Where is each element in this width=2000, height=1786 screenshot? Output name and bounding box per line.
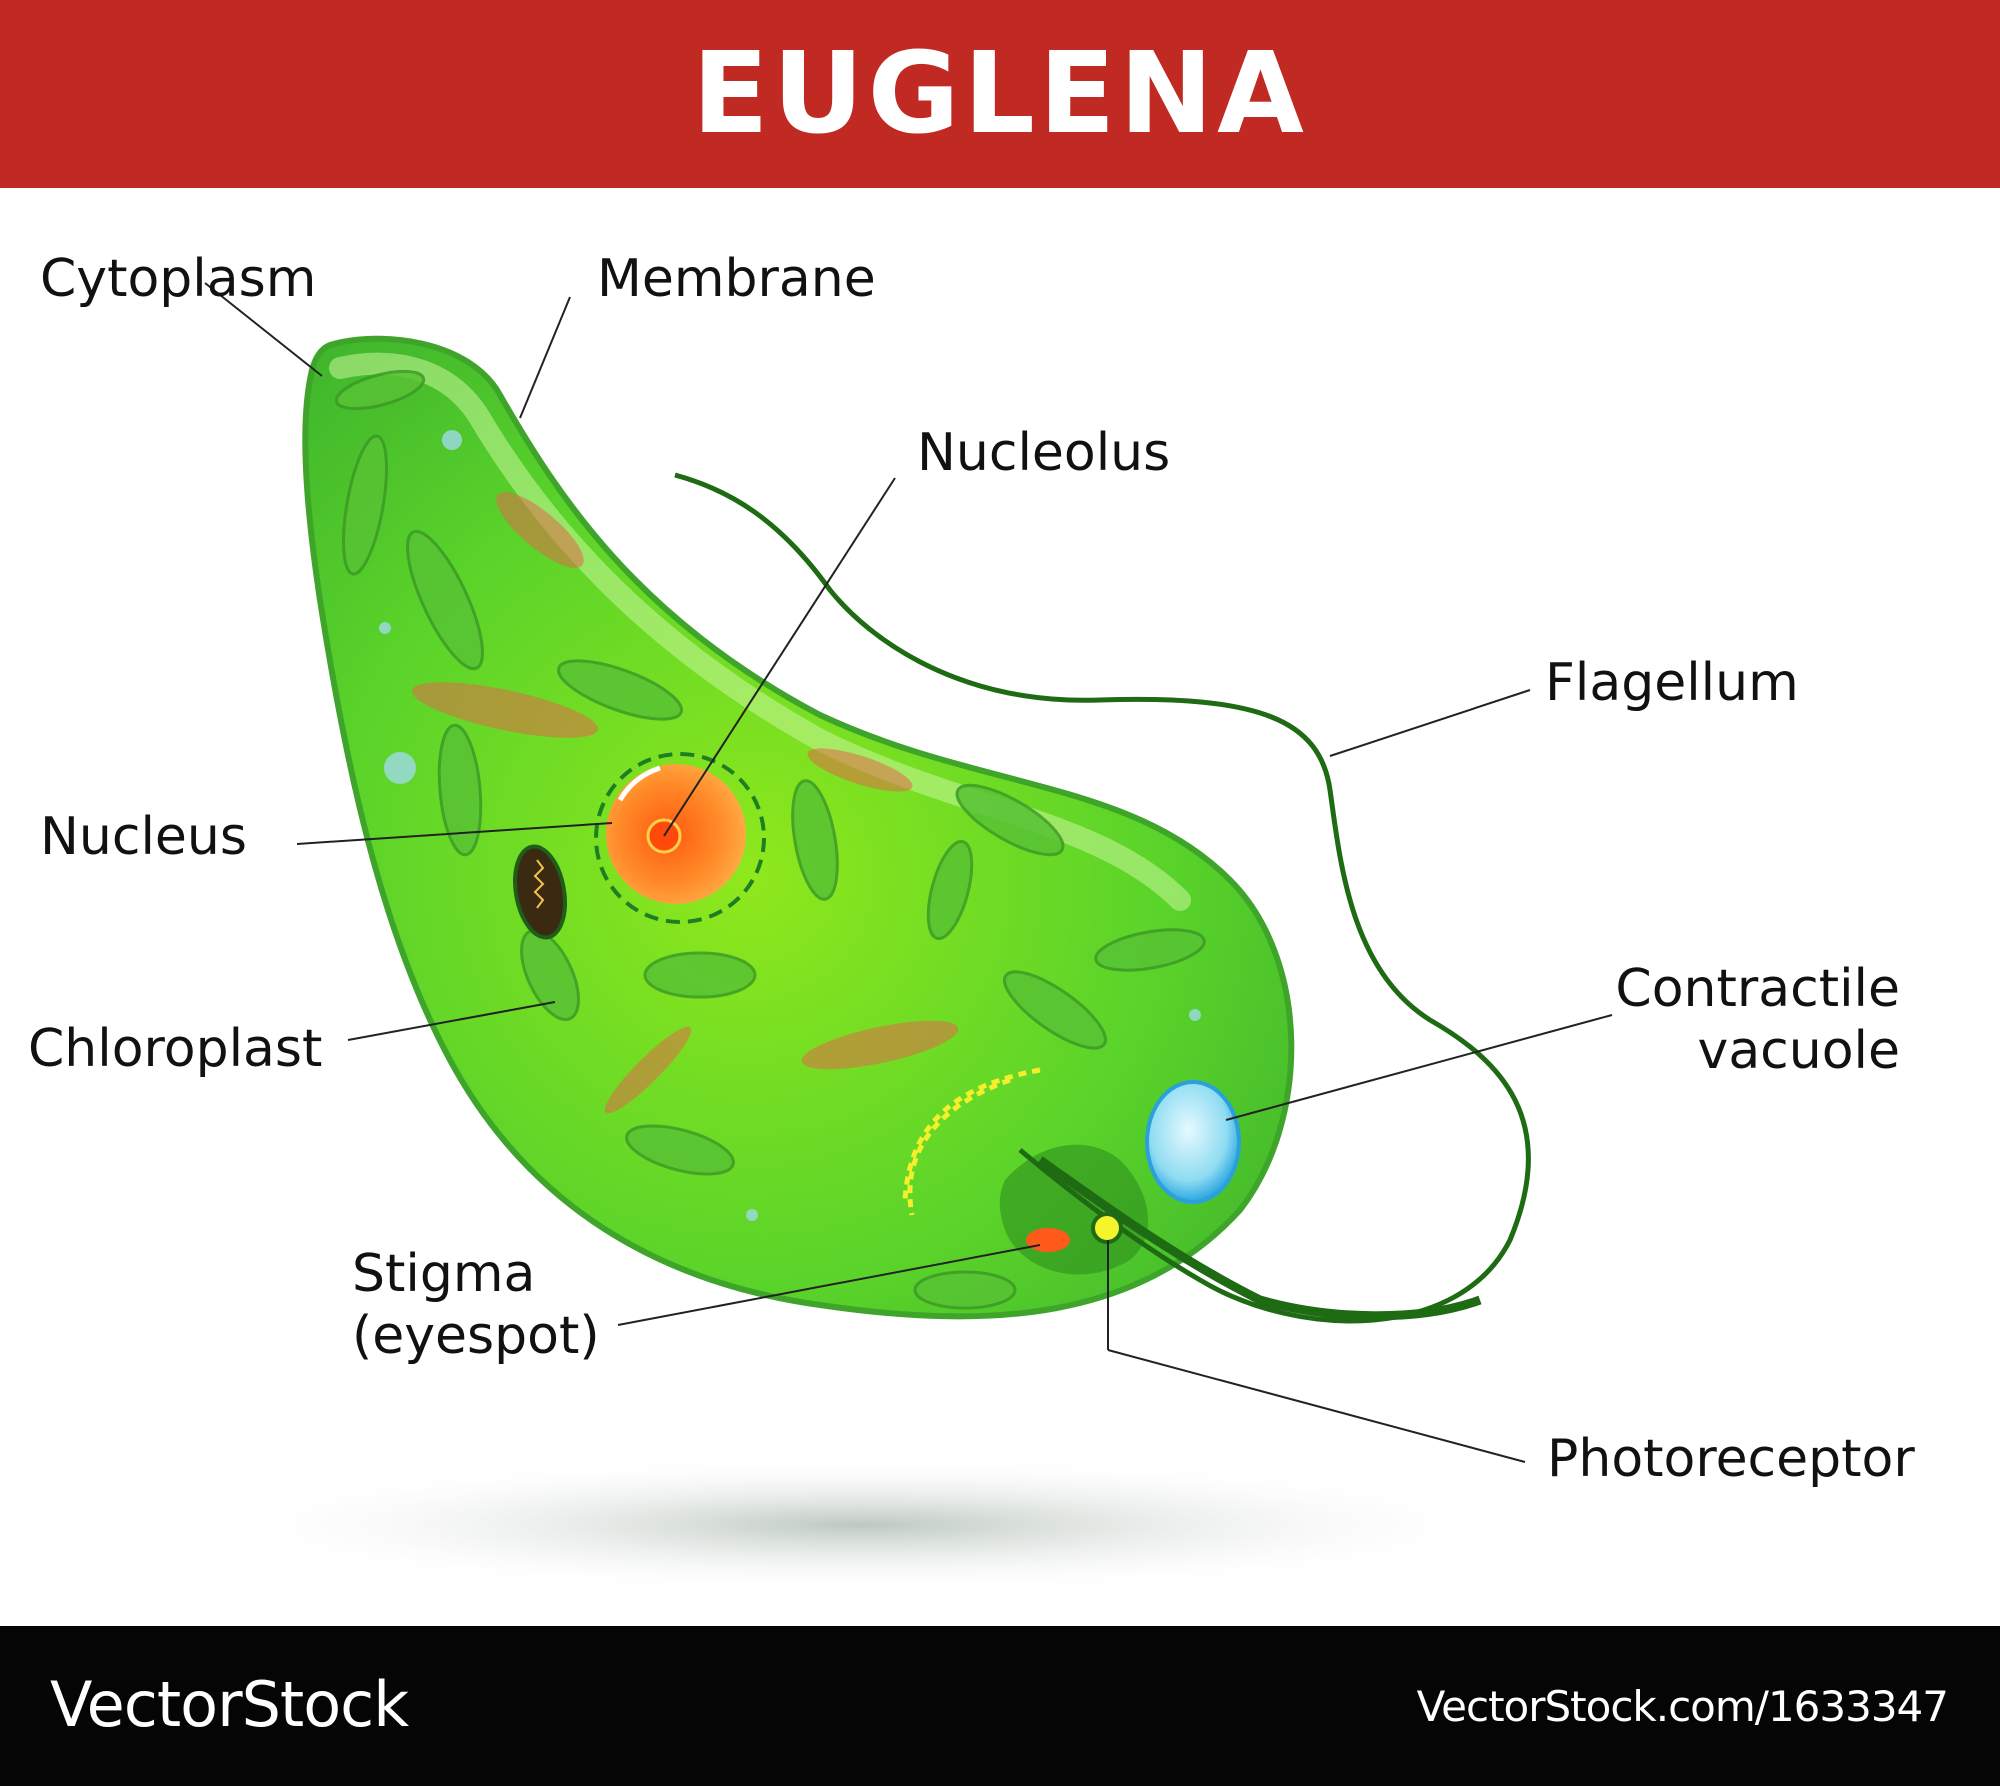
diagram-canvas: Cytoplasm Membrane Nucleolus Flagellum N…	[0, 188, 2000, 1626]
stigma-eyespot	[1026, 1228, 1070, 1252]
label-stigma: Stigma (eyespot)	[352, 1243, 600, 1367]
footer-brand: VectorStock	[50, 1668, 409, 1741]
label-contractile-line2: vacuole	[1697, 1021, 1900, 1081]
label-contractile-vacuole: Contractile vacuole	[1580, 958, 1900, 1082]
photoreceptor	[1091, 1212, 1123, 1244]
label-contractile-line1: Contractile	[1615, 959, 1900, 1019]
vesicles	[379, 430, 1201, 1221]
title-banner: EUGLENA	[0, 0, 2000, 188]
label-cytoplasm: Cytoplasm	[40, 249, 317, 309]
footer-url: VectorStock.com/1633347	[1416, 1682, 1949, 1731]
contractile-vacuole	[1145, 1080, 1241, 1204]
mitochondrion	[513, 844, 567, 940]
label-membrane: Membrane	[597, 249, 876, 309]
label-photoreceptor: Photoreceptor	[1547, 1429, 1915, 1489]
label-stigma-line2: (eyespot)	[352, 1306, 600, 1366]
label-flagellum: Flagellum	[1545, 653, 1799, 713]
euglena-illustration	[180, 282, 1613, 1595]
label-chloroplast: Chloroplast	[28, 1019, 323, 1079]
flagellum-base	[1037, 1156, 1482, 1321]
leader-lines	[204, 282, 1613, 1463]
footer-bar: VectorStock VectorStock.com/1633347	[0, 1626, 2000, 1786]
label-nucleus: Nucleus	[40, 807, 247, 867]
flagellum	[674, 472, 1531, 1324]
label-stigma-line1: Stigma	[352, 1244, 536, 1304]
paramylon-bodies	[411, 492, 959, 1114]
diagram-title: EUGLENA	[692, 29, 1308, 159]
label-nucleolus: Nucleolus	[917, 423, 1171, 483]
ground-shadow	[180, 1455, 1540, 1595]
golgi-dashes	[902, 1067, 1041, 1216]
chloroplasts	[334, 369, 1206, 1310]
